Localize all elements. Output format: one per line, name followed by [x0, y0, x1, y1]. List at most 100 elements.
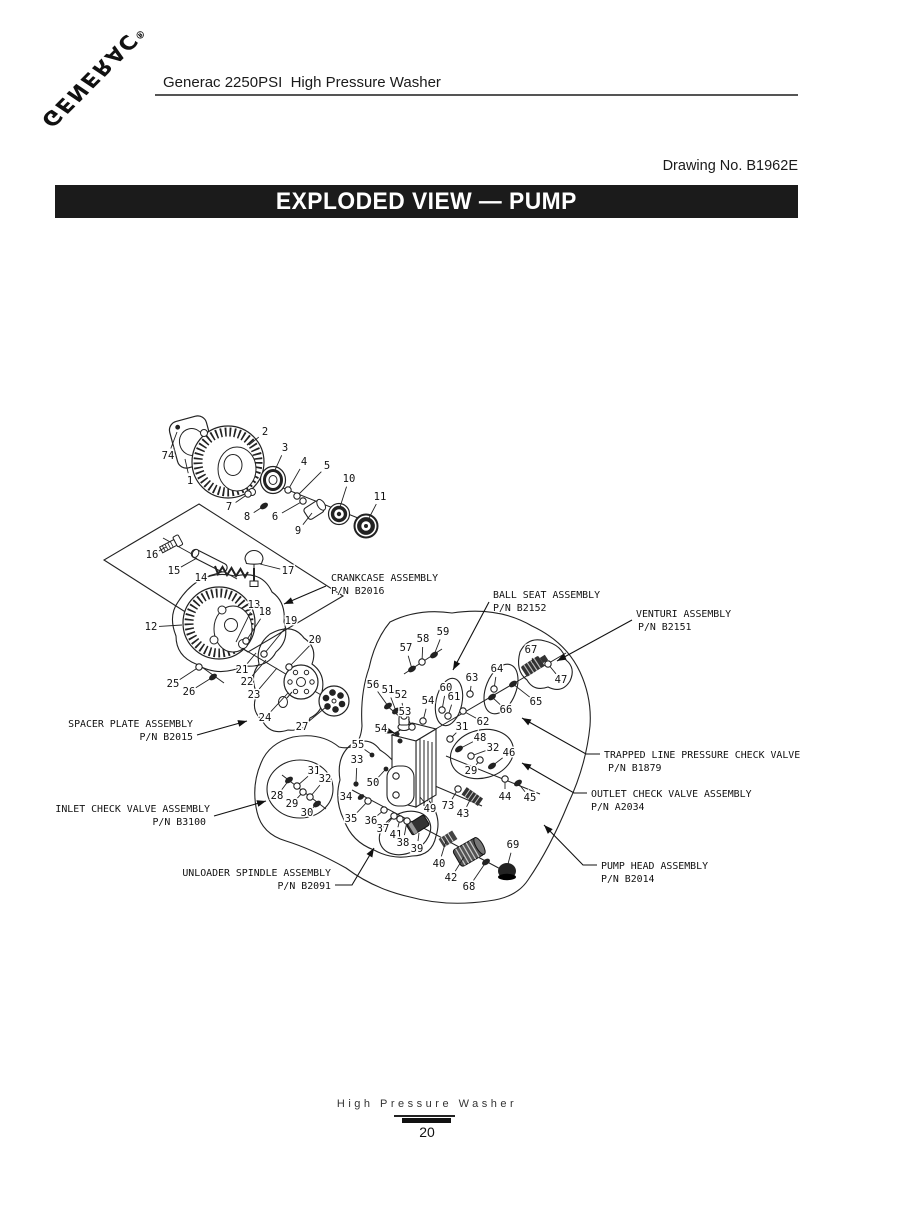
part-leader-22: [251, 659, 267, 677]
part-number-58: 58: [417, 633, 430, 645]
cap-part-69: [498, 863, 516, 881]
part-number-49: 49: [424, 803, 437, 815]
part-number-67: 67: [525, 644, 538, 656]
part-leader-23: [258, 667, 278, 690]
part-glyph-32: [306, 793, 314, 801]
part-leader-49: [419, 796, 426, 804]
part-number-55: 55: [352, 739, 365, 751]
part-number-29: 29: [465, 765, 478, 777]
valve-plate-part-27: [318, 685, 350, 717]
footer-rule-thick: [402, 1118, 451, 1123]
part-leader-2: [248, 436, 260, 446]
part-glyph-38: [403, 817, 411, 825]
part-glyph-30: [313, 800, 321, 808]
part-number-39: 39: [411, 843, 424, 855]
part-number-46: 46: [503, 747, 516, 759]
part-glyph-7: [244, 490, 252, 498]
assembly-arrow-trapped-line-check-valve: [522, 718, 532, 726]
part-number-10: 10: [343, 473, 356, 485]
part-glyph-57: [408, 665, 416, 673]
part-leader-15: [180, 557, 198, 568]
part-number-18: 18: [259, 606, 272, 618]
assembly-arrow-venturi: [557, 653, 567, 661]
part-glyph-36: [380, 806, 388, 814]
assembly-arrow-outlet-check-valve: [522, 763, 532, 771]
part-number-22: 22: [241, 676, 254, 688]
part-glyph-35: [364, 797, 372, 805]
part-number-20: 20: [309, 634, 322, 646]
part-glyph-52: [400, 712, 408, 720]
part-number-23: 23: [248, 689, 261, 701]
part-glyph-19: [260, 650, 268, 658]
assembly-leader-pump-head: [543, 824, 597, 866]
header-rule: [155, 94, 798, 96]
part-number-24: 24: [259, 712, 272, 724]
assembly-label-pump-head-line1: PUMP HEAD ASSEMBLY: [601, 861, 708, 872]
part-glyph-5: [293, 492, 301, 500]
assembly-leader-unloader-spindle: [335, 847, 375, 886]
part-number-43: 43: [457, 808, 470, 820]
part-glyph-54: [419, 717, 427, 725]
assembly-leader-ball-seat: [452, 601, 490, 671]
bolt-part-16: [158, 534, 184, 554]
assembly-label-spacer-plate-line2: P/N B2015: [139, 732, 193, 743]
part-number-13: 13: [248, 599, 261, 611]
part-number-66: 66: [500, 704, 513, 716]
outline-inlet-circle: [266, 759, 334, 819]
part-glyph-64: [490, 685, 498, 693]
part-number-61: 61: [448, 691, 461, 703]
part-number-40: 40: [433, 858, 446, 870]
part-leader-12: [158, 624, 183, 627]
drawing-number: Drawing No. B1962E: [662, 158, 798, 174]
part-number-52: 52: [395, 689, 408, 701]
part-leader-65: [512, 683, 530, 698]
crankcase-housing-part-2: [191, 425, 265, 499]
pulley-part-10: [327, 502, 351, 526]
part-number-11: 11: [374, 491, 387, 503]
footer-rule-thin: [394, 1115, 455, 1117]
part-glyph-62: [459, 707, 467, 715]
part-glyph-58: [418, 658, 426, 666]
part-number-35: 35: [345, 813, 358, 825]
part-glyph-51: [392, 707, 400, 715]
part-number-45: 45: [524, 792, 537, 804]
part-glyph-73: [454, 785, 462, 793]
part-glyph-66: [488, 693, 496, 701]
assembly-label-inlet-check-valve-line1: INLET CHECK VALVE ASSEMBLY: [55, 804, 210, 815]
part-leader-24: [270, 692, 289, 713]
diagram-axis-lines: [162, 447, 567, 874]
part-glyph-59: [430, 651, 438, 659]
spring-part-14: [214, 565, 249, 579]
part-number-5: 5: [324, 460, 330, 472]
page-number: 20: [419, 1124, 435, 1140]
part-leader-17: [259, 563, 281, 570]
assembly-label-trapped-line-check-valve-line2: P/N B1879: [608, 763, 662, 774]
cap-part-11: [353, 513, 379, 539]
part-glyph-46: [488, 762, 496, 770]
part-arrow-54: [385, 727, 395, 734]
assembly-label-crankcase-line2: P/N B2016: [331, 586, 385, 597]
part-number-64: 64: [491, 663, 504, 675]
part-glyph-18: [242, 637, 250, 645]
part-number-16: 16: [146, 549, 159, 561]
assembly-arrow-crankcase: [284, 597, 294, 604]
assembly-leader-outlet-check-valve: [521, 762, 587, 794]
part-number-6: 6: [272, 511, 278, 523]
piston-part-9: [303, 498, 327, 520]
assembly-arrow-inlet-check-valve: [256, 800, 266, 807]
part-number-48: 48: [474, 732, 487, 744]
assembly-label-venturi-line1: VENTURI ASSEMBLY: [636, 609, 731, 620]
part-number-27: 27: [296, 721, 309, 733]
assembly-label-spacer-plate-line1: SPACER PLATE ASSEMBLY: [68, 719, 193, 730]
knurled-knob-part-42: [452, 837, 486, 867]
part-glyph-41: [396, 815, 404, 823]
part-number-34: 34: [340, 791, 353, 803]
part-number-60: 60: [440, 682, 453, 694]
part-glyph-60: [438, 706, 446, 714]
part-number-1: 1: [187, 475, 193, 487]
part-number-69: 69: [507, 839, 520, 851]
part-glyph-26: [209, 673, 217, 681]
outline-outlet-circle: [449, 728, 515, 780]
part-glyph-37: [390, 812, 398, 820]
